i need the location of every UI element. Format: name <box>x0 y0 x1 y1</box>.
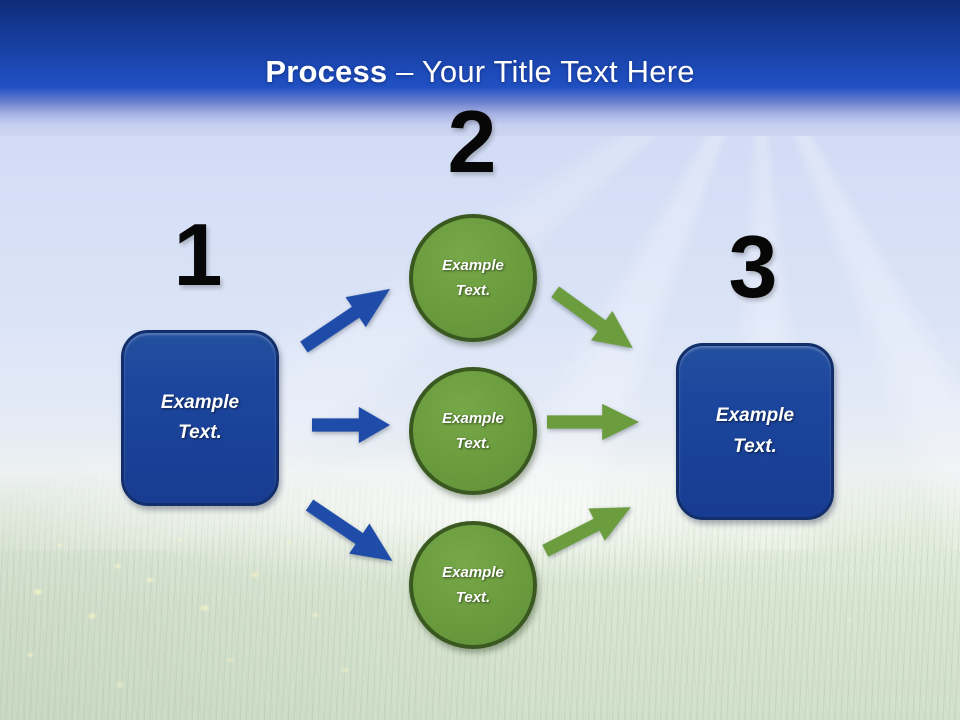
title-rest: – Your Title Text Here <box>387 54 695 89</box>
circle-node-2-label: Example Text. <box>442 409 504 453</box>
step-number-1: 1 <box>173 205 223 304</box>
green-arrow-right-icon <box>547 403 639 441</box>
end-box: Example Text. <box>676 343 834 520</box>
circle-node-3: Example Text. <box>409 521 537 649</box>
end-box-label: Example Text. <box>715 405 795 457</box>
circle-node-1-label: Example Text. <box>442 256 504 300</box>
blue-arrow-down-right-icon <box>305 499 393 561</box>
circle-node-3-label: Example Text. <box>442 563 504 607</box>
green-arrow-down-right-icon <box>551 286 633 349</box>
circle-node-1: Example Text. <box>409 214 537 342</box>
header-band <box>0 0 960 136</box>
connector-start-to-circle-1 <box>292 272 402 365</box>
connector-circle-2-to-end <box>547 401 639 443</box>
step-number-3: 3 <box>728 217 778 316</box>
connector-start-to-circle-3 <box>298 488 404 579</box>
green-arrow-up-right-icon <box>542 507 631 557</box>
blue-arrow-up-right-icon <box>300 288 391 353</box>
circle-node-2: Example Text. <box>409 367 537 495</box>
connector-circle-1-to-end <box>543 275 645 365</box>
connector-circle-3-to-end <box>536 488 641 569</box>
title-emphasis: Process <box>265 54 388 89</box>
connector-start-to-circle-2 <box>312 404 390 446</box>
start-box: Example Text. <box>121 330 279 506</box>
blue-arrow-right-icon <box>312 406 390 444</box>
slide-title: Process – Your Title Text Here <box>0 54 960 90</box>
step-number-2: 2 <box>447 92 497 191</box>
start-box-label: Example Text. <box>160 391 240 443</box>
